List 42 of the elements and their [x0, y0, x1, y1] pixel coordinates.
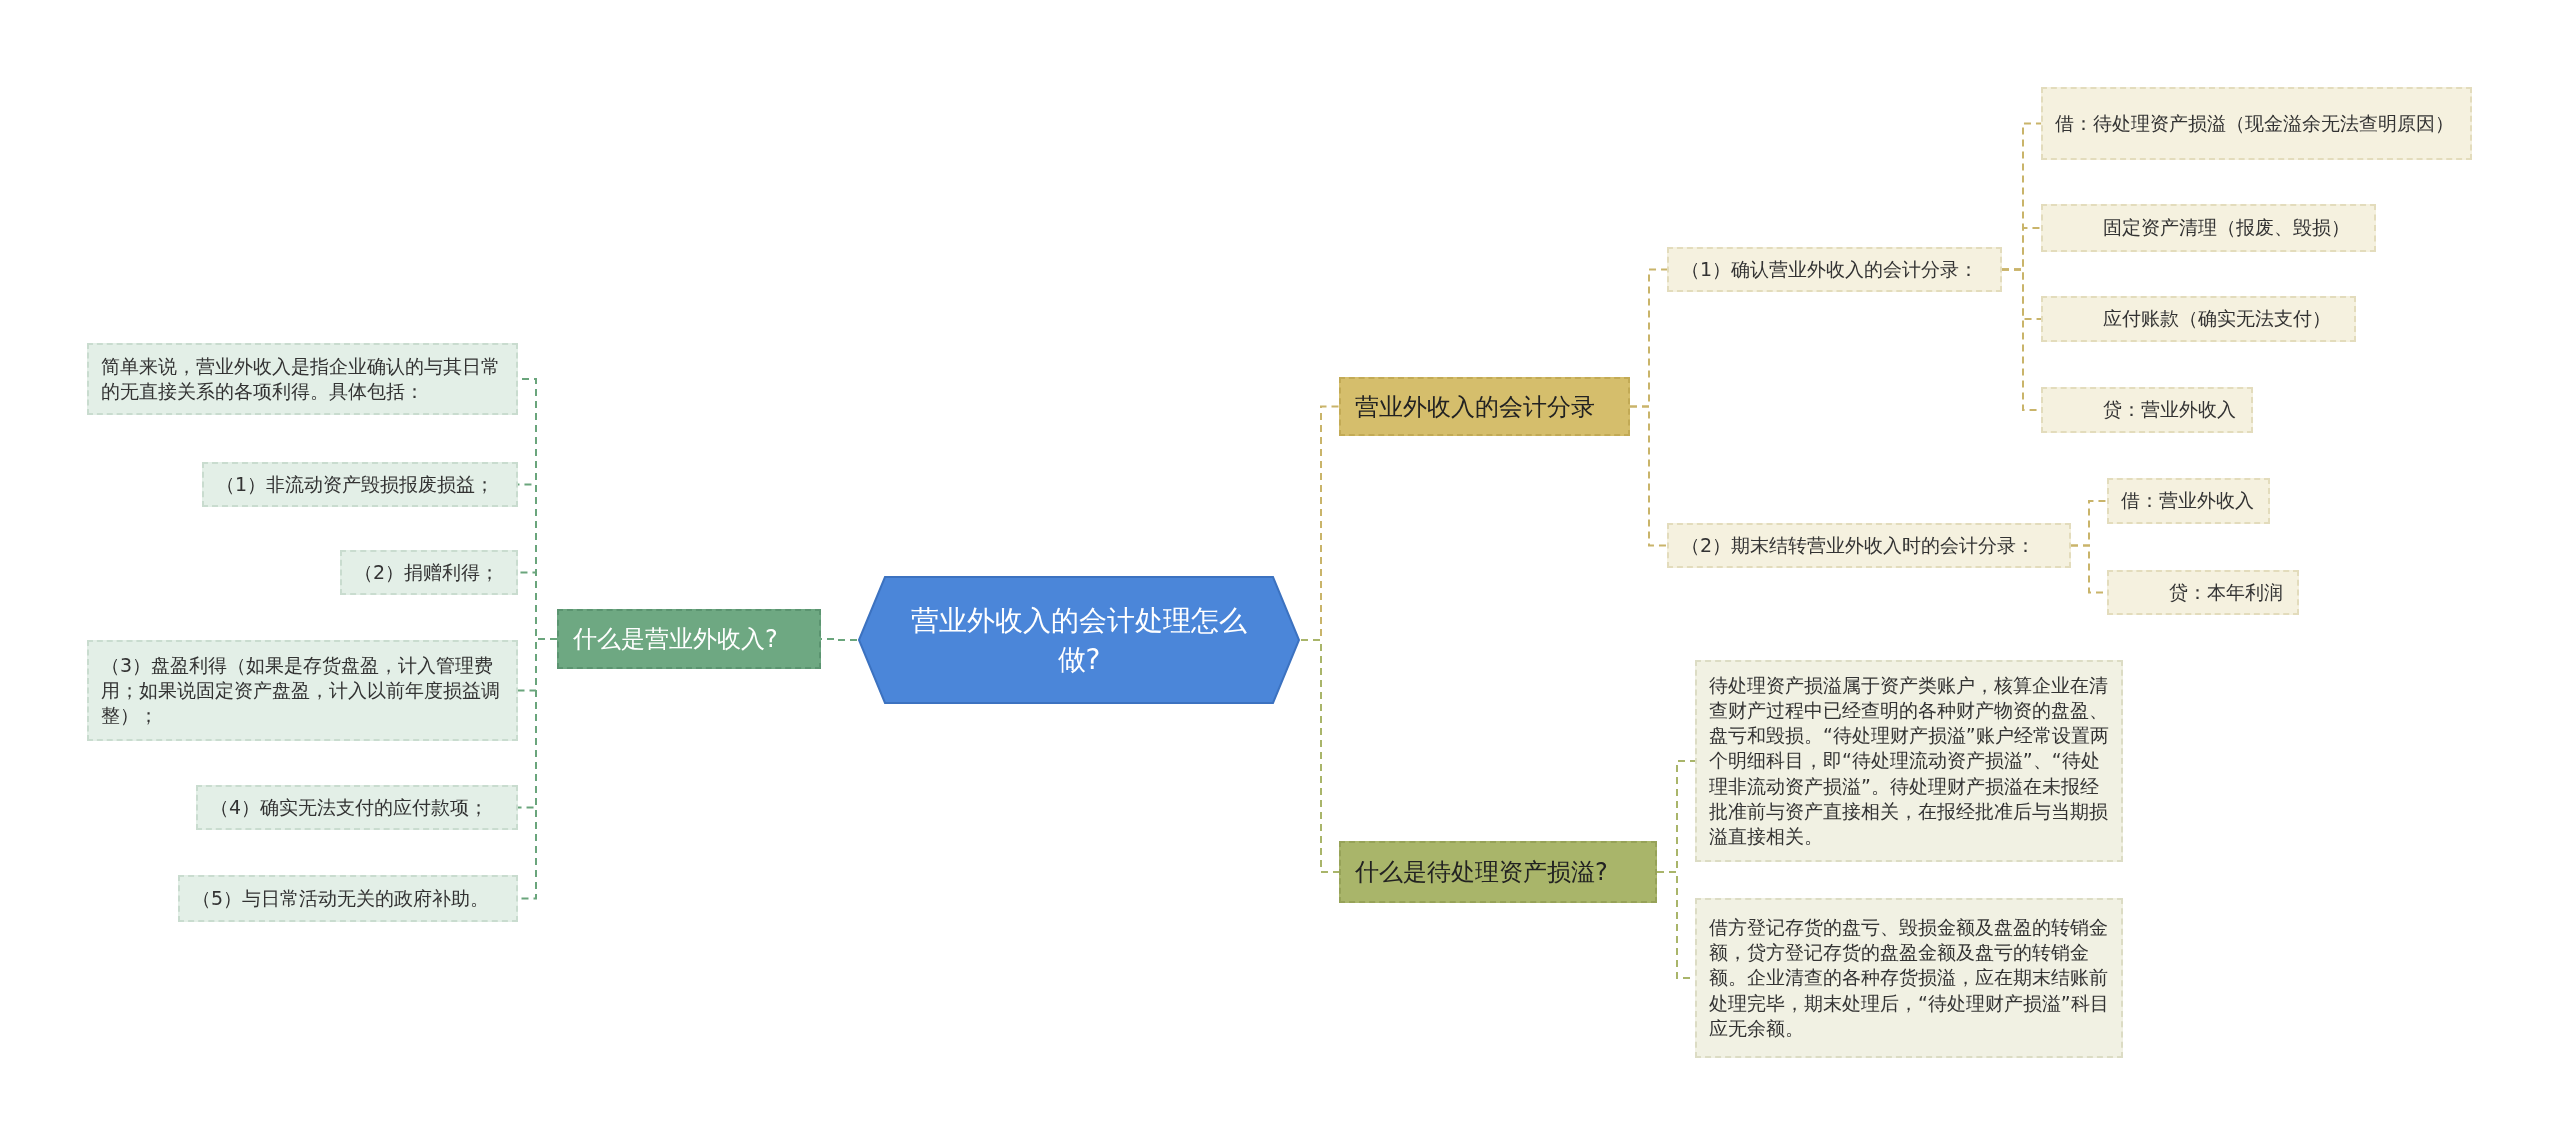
- topic-text: （5）与日常活动无关的政府补助。: [192, 885, 490, 911]
- connector-line: [1629, 405, 1668, 547]
- topic-text: 借方登记存货的盘亏、毁损金额及盘盈的转销金额，贷方登记存货的盘盈金额及盘亏的转销金额。企业清查的各种存货损溢，应在期末结账前处理完毕，期末处理后，“待处理财产损溢”科目应无余额。: [1709, 915, 2109, 1041]
- leaf-topic-box: [1667, 523, 2071, 569]
- leaf-topic-box: [340, 550, 518, 596]
- topic-text: （3）盘盈利得（如果是存货盘盈，计入管理费用；如果说固定资产盘盈，计入以前年度损益调整）；: [101, 652, 501, 729]
- topic-title: 什么是营业外收入?: [573, 624, 778, 655]
- topic-text: 待处理资产损溢属于资产类账户，核算企业在清查财产过程中已经查明的各种财产物资的盘盈、盘亏和毁损。“待处理财产损溢”账户经常设置两个明细科目，即“待处理流动资产损溢”、“待处理非流动资产损溢”。待处理财产损溢在未报经批准前与资产直接相关，在报经批准后与当期损溢直接相关。: [1709, 673, 2109, 849]
- topic-text: 应付账款（确实无法支付）: [2103, 306, 2331, 332]
- leaf-topic-box: [2107, 570, 2299, 616]
- topic-text: 借：待处理资产损溢（现金溢余无法查明原因）: [2055, 110, 2454, 136]
- leaf-topic-box: [2041, 296, 2356, 342]
- topic-title: 营业外收入的会计处理怎么做?: [910, 602, 1248, 678]
- leaf-topic-box: [202, 462, 518, 508]
- topic-text: （1）确认营业外收入的会计分录：: [1681, 257, 1979, 282]
- leaf-topic-box: [1695, 898, 2123, 1058]
- topic-text: 固定资产清理（报废、毁损）: [2103, 215, 2350, 241]
- topic-title: 什么是待处理资产损溢?: [1355, 857, 1608, 888]
- leaf-topic-box: [87, 343, 518, 415]
- topic-text: 简单来说，营业外收入是指企业确认的与其日常的无直接关系的各项利得。具体包括：: [101, 353, 501, 404]
- topic-text: 借：营业外收入: [2121, 488, 2254, 514]
- leaf-topic-box: [196, 785, 518, 831]
- leaf-topic-box: [1667, 247, 2002, 293]
- leaf-topic-box: [87, 640, 518, 741]
- leaf-topic-box: [2041, 387, 2253, 433]
- leaf-topic-box: [2041, 204, 2376, 252]
- branch-topic-box: [1339, 841, 1657, 903]
- topic-title: 营业外收入的会计分录: [1355, 391, 1595, 423]
- connector-line: [1300, 639, 1340, 873]
- leaf-topic-box: [2041, 87, 2472, 160]
- leaf-topic-box: [178, 875, 518, 922]
- branch-topic-box: [557, 609, 821, 669]
- topic-text: 贷：营业外收入: [2103, 397, 2236, 423]
- topic-text: （1）非流动资产毁损报废损益；: [216, 472, 495, 497]
- topic-text: （2）捐赠利得；: [354, 560, 500, 585]
- leaf-topic-box: [1695, 660, 2123, 862]
- root-topic-hexagon: [857, 575, 1301, 705]
- branch-topic-box: [1339, 377, 1630, 436]
- topic-text: （2）期末结转营业外收入时的会计分录：: [1681, 533, 2036, 558]
- topic-text: 贷：本年利润: [2169, 580, 2283, 605]
- leaf-topic-box: [2107, 478, 2270, 524]
- topic-text: （4）确实无法支付的应付款项；: [210, 795, 489, 820]
